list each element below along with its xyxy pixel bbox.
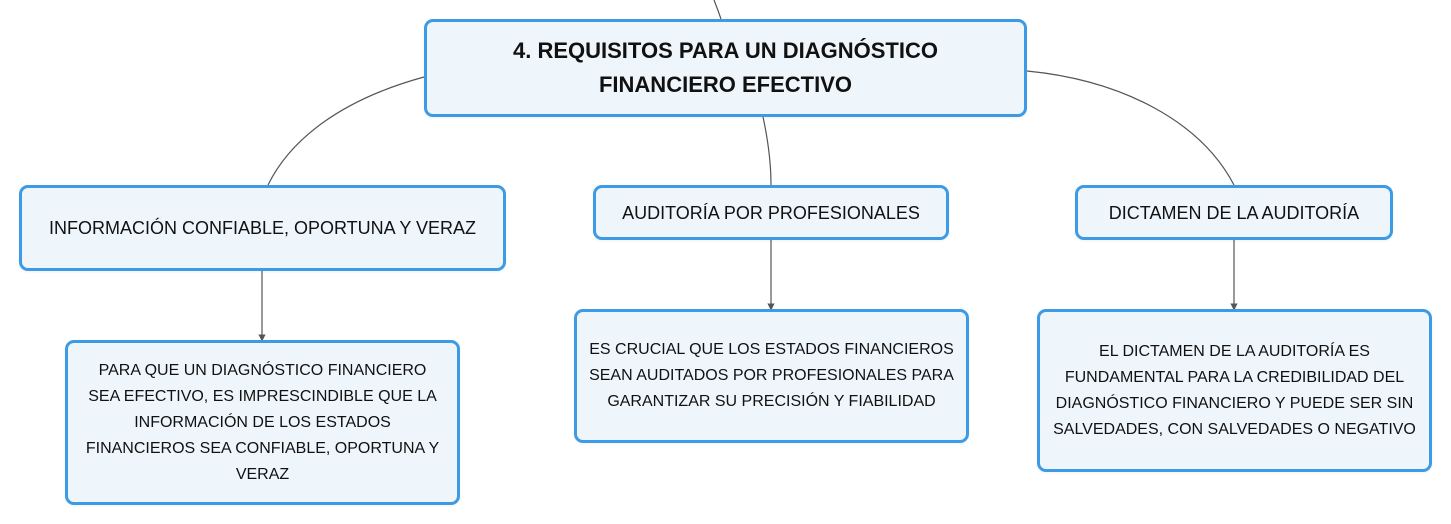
connector-to-parent <box>713 0 722 20</box>
connector-root-to-info <box>267 76 425 186</box>
connector-root-to-audit <box>762 116 772 186</box>
detail-text-dictamen: EL DICTAMEN DE LA AUDITORÍA ES FUNDAMENT… <box>1053 342 1416 438</box>
branch-node-auditoria[interactable]: AUDITORÍA POR PROFESIONALES <box>593 185 949 240</box>
branch-label-auditoria: AUDITORÍA POR PROFESIONALES <box>622 202 920 223</box>
root-topic-title: 4. REQUISITOS PARA UN DIAGNÓSTICO FINANC… <box>513 38 938 97</box>
branch-node-informacion[interactable]: INFORMACIÓN CONFIABLE, OPORTUNA Y VERAZ <box>19 185 506 271</box>
detail-node-dictamen[interactable]: EL DICTAMEN DE LA AUDITORÍA ES FUNDAMENT… <box>1037 309 1432 472</box>
detail-node-auditoria[interactable]: ES CRUCIAL QUE LOS ESTADOS FINANCIEROS S… <box>574 309 969 443</box>
branch-label-dictamen: DICTAMEN DE LA AUDITORÍA <box>1108 202 1360 223</box>
connector-root-to-dictamen <box>1026 70 1235 186</box>
detail-text-informacion: PARA QUE UN DIAGNÓSTICO FINANCIERO SEA E… <box>85 361 440 483</box>
branch-label-informacion: INFORMACIÓN CONFIABLE, OPORTUNA Y VERAZ <box>48 218 477 238</box>
root-topic-node[interactable]: 4. REQUISITOS PARA UN DIAGNÓSTICO FINANC… <box>424 19 1027 117</box>
branch-node-dictamen[interactable]: DICTAMEN DE LA AUDITORÍA <box>1075 185 1393 240</box>
detail-node-informacion[interactable]: PARA QUE UN DIAGNÓSTICO FINANCIERO SEA E… <box>65 340 460 505</box>
detail-text-auditoria: ES CRUCIAL QUE LOS ESTADOS FINANCIEROS S… <box>589 341 954 410</box>
